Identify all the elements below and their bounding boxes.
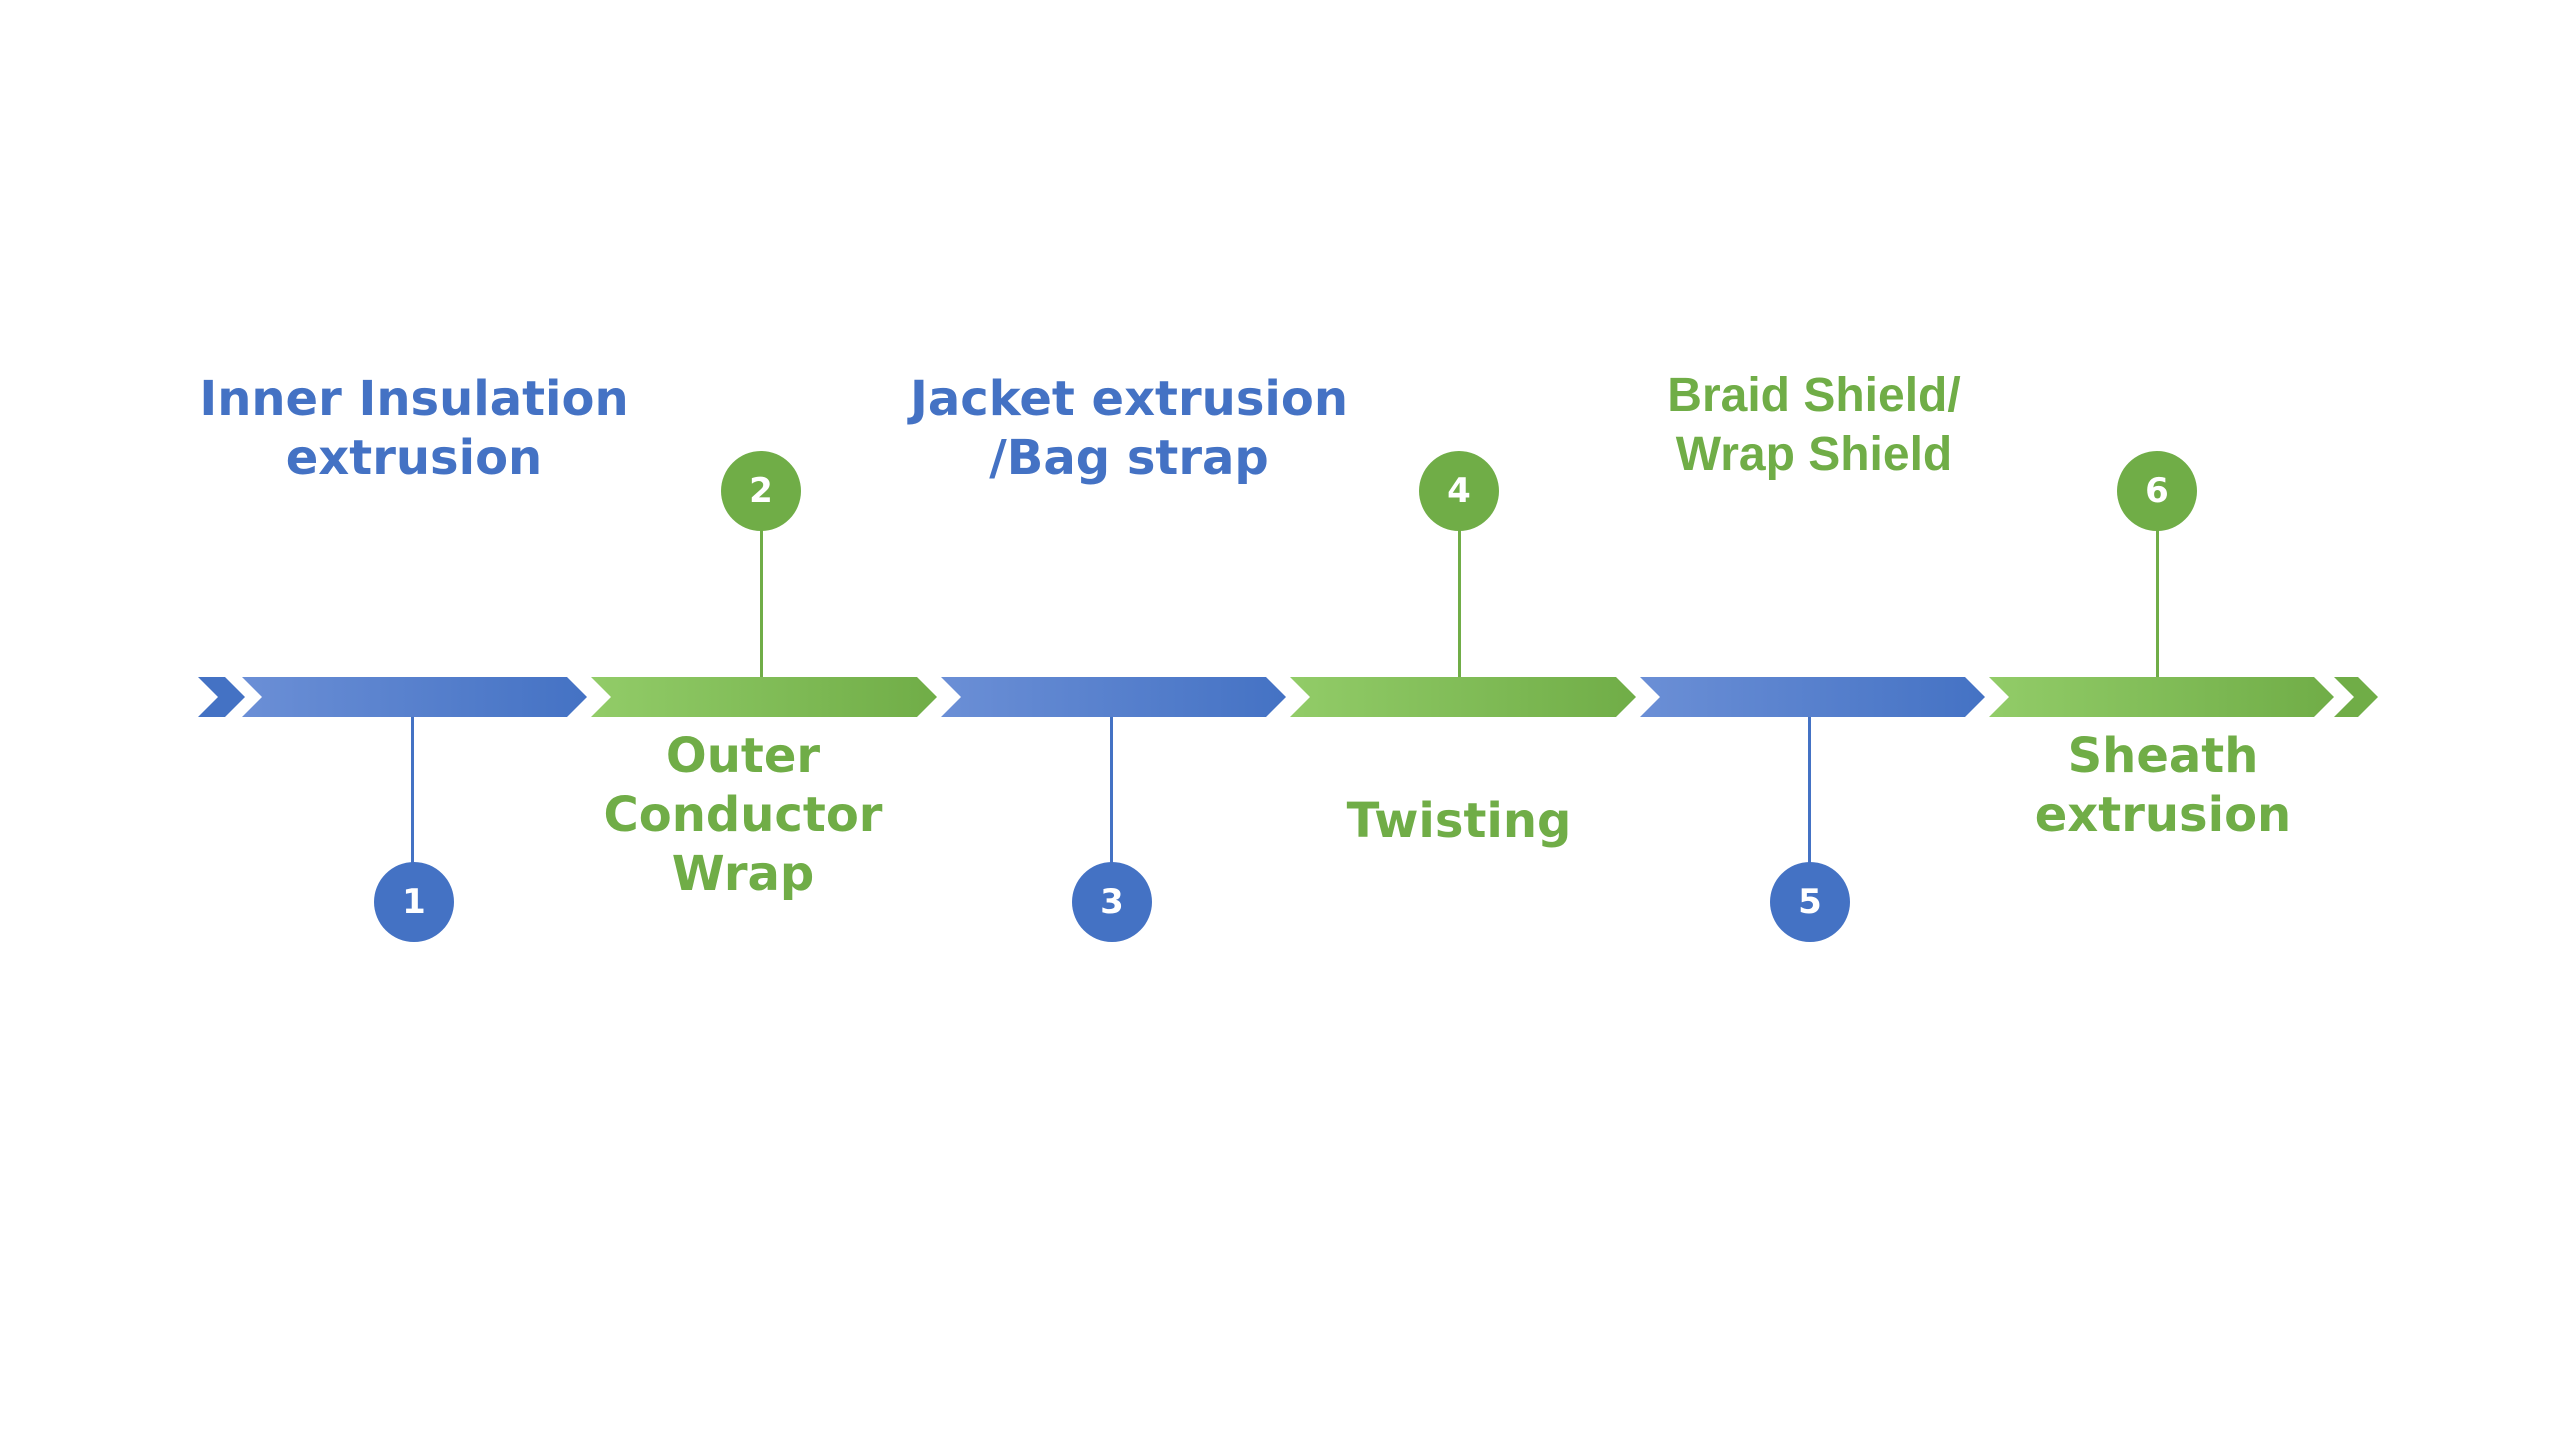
step-6-connector bbox=[2156, 530, 2159, 677]
step-3-label: Jacket extrusion /Bag strap bbox=[909, 371, 1349, 486]
step-2-connector bbox=[760, 530, 763, 677]
step-5-badge: 5 bbox=[1770, 862, 1850, 942]
step-3-badge: 3 bbox=[1072, 862, 1152, 942]
tail-chevron bbox=[2334, 677, 2378, 717]
step-2-label: Outer Conductor Wrap bbox=[603, 728, 883, 902]
arrow-segment-1 bbox=[242, 677, 587, 717]
step-5-label: Braid Shield/ Wrap Shield bbox=[1667, 369, 1961, 481]
lead-chevron bbox=[198, 677, 245, 717]
arrow-segment-6 bbox=[1989, 677, 2334, 717]
step-3-connector bbox=[1110, 717, 1113, 863]
arrow-segment-2 bbox=[591, 677, 937, 717]
step-5-connector bbox=[1808, 717, 1811, 863]
step-2-badge: 2 bbox=[721, 451, 801, 531]
step-6-badge: 6 bbox=[2117, 451, 2197, 531]
arrow-segment-5 bbox=[1640, 677, 1985, 717]
step-4-label: Twisting bbox=[1346, 793, 1572, 849]
step-4-badge: 4 bbox=[1419, 451, 1499, 531]
step-4-connector bbox=[1458, 530, 1461, 677]
arrow-segment-3 bbox=[941, 677, 1286, 717]
arrow-segment-4 bbox=[1290, 677, 1636, 717]
step-1-connector bbox=[411, 717, 414, 863]
step-6-label: Sheath extrusion bbox=[2034, 728, 2292, 843]
step-1-label: Inner Insulation extrusion bbox=[199, 371, 629, 486]
step-1-badge: 1 bbox=[374, 862, 454, 942]
